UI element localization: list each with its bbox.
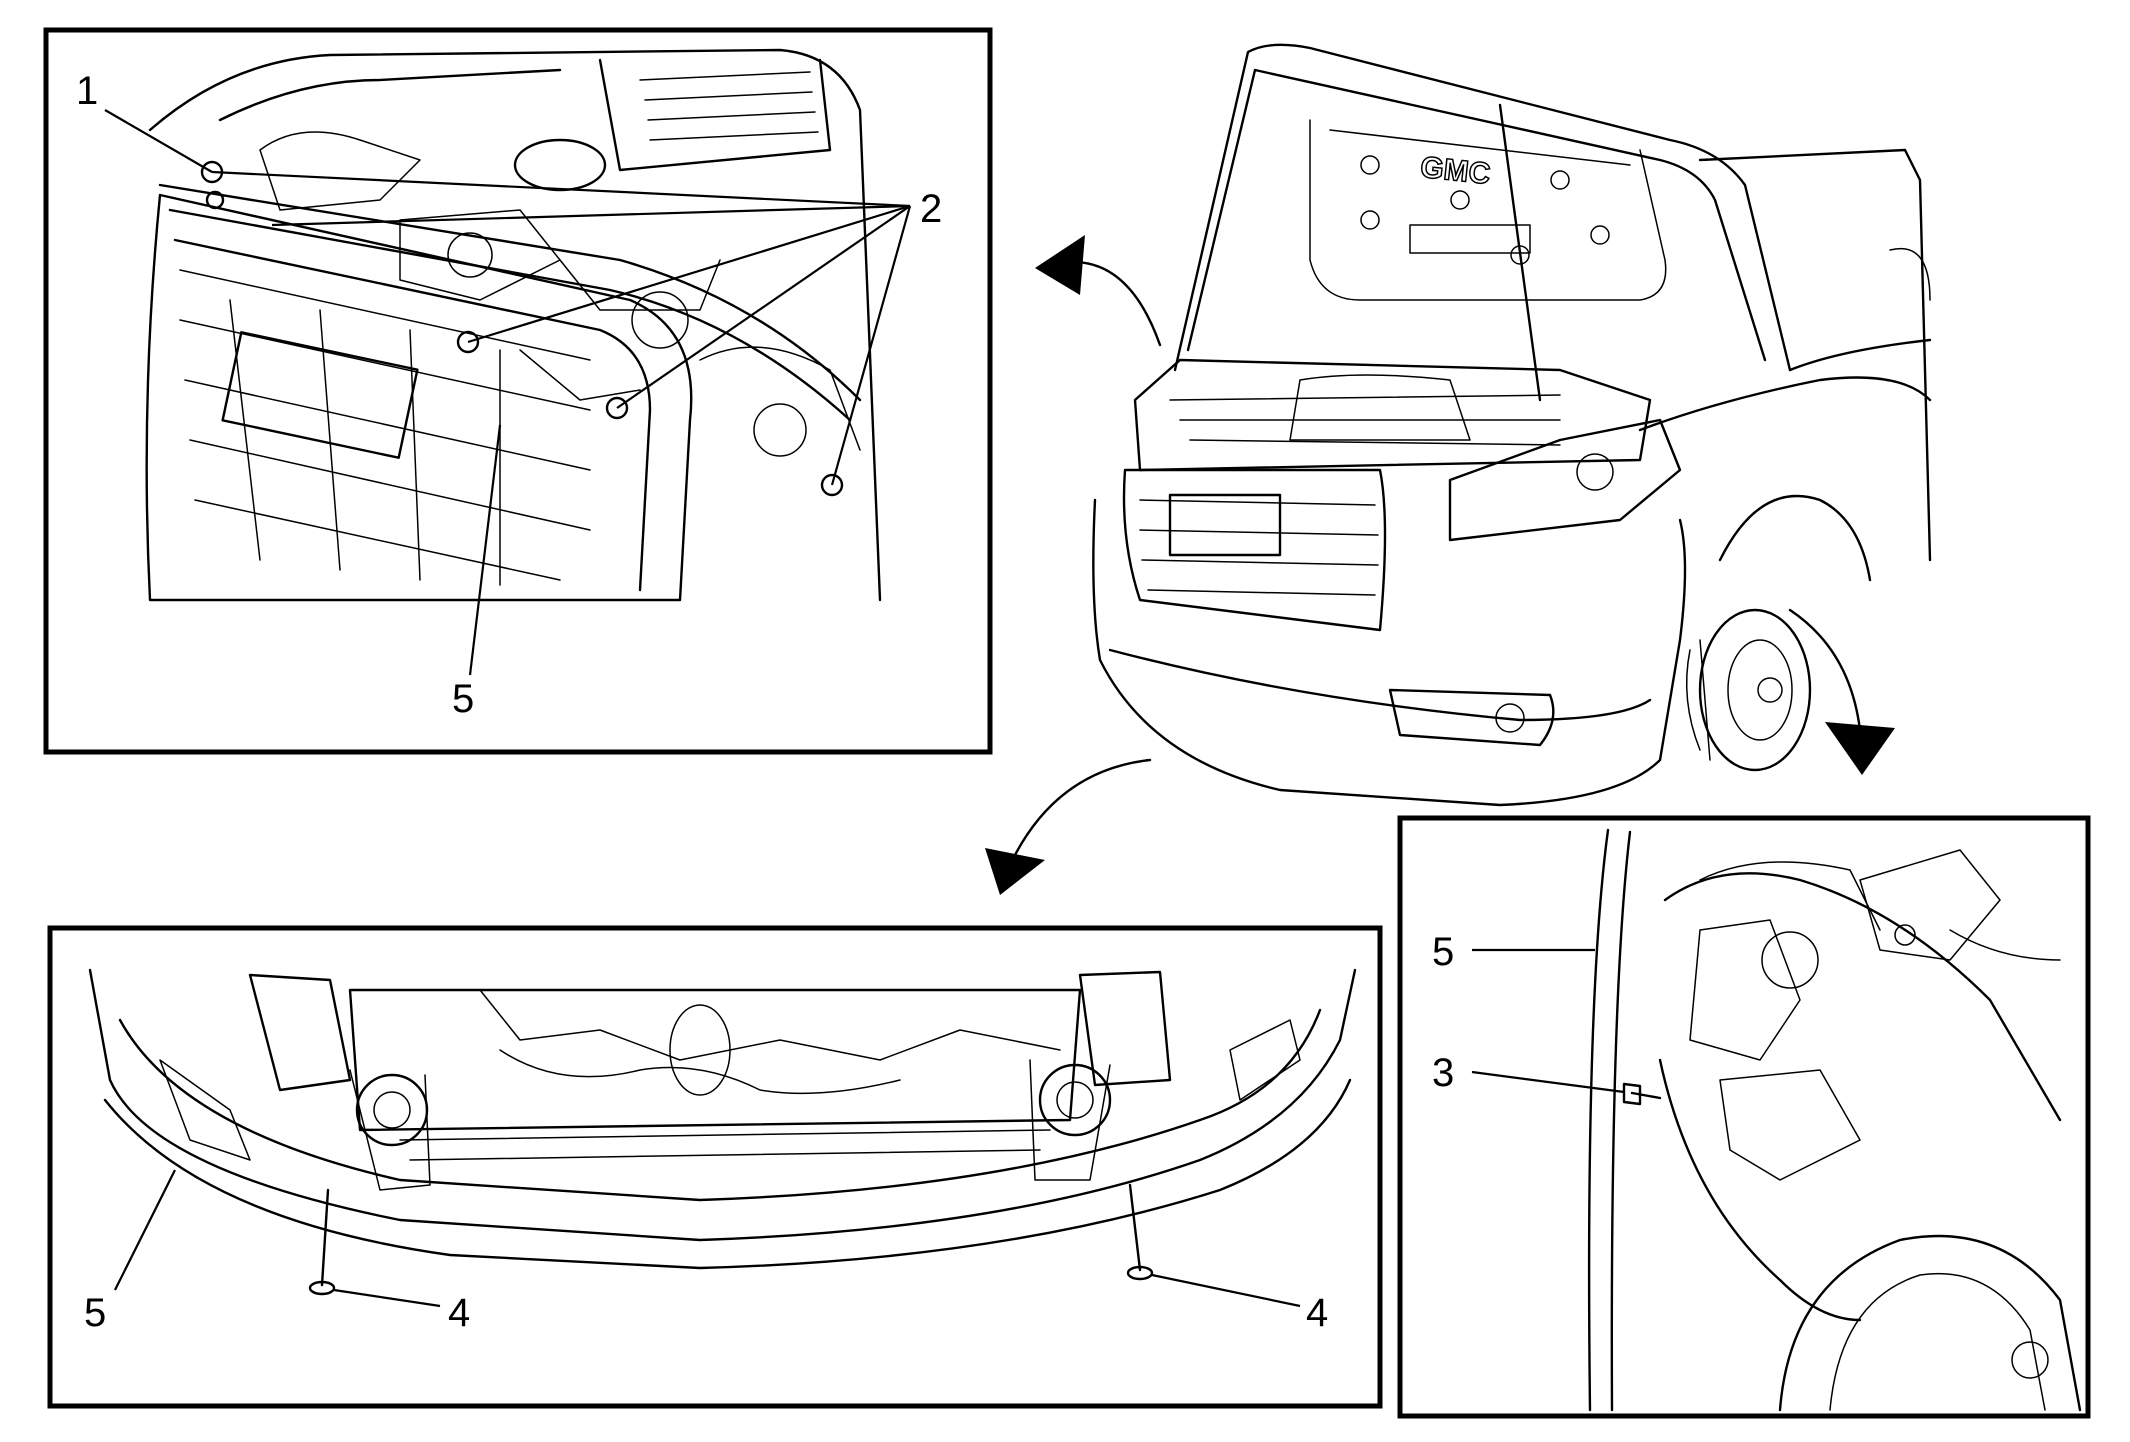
brake-rotor — [1778, 1234, 2082, 1412]
leader-2e — [830, 205, 912, 486]
callout-1: 1 — [76, 69, 98, 113]
arrow-to-bottom-detail — [985, 758, 1152, 895]
detail-frame-lower — [47, 925, 1383, 1409]
leader-4-left — [333, 1288, 441, 1308]
detail-wheel-opening-fastener: 3 5 — [1397, 815, 2091, 1419]
front-brake-assembly — [1685, 608, 1812, 772]
detail-upper-fasteners: 1 2 5 — [43, 27, 993, 755]
leader-5-bottom — [114, 1169, 176, 1291]
fastener-1 — [205, 190, 225, 210]
radiator-support — [158, 183, 862, 402]
fastener-2d — [820, 473, 844, 497]
leader-2c — [467, 204, 911, 344]
front-fascia — [1092, 498, 1687, 807]
leader-2a — [211, 170, 911, 208]
bumper-isolator-right — [1038, 1063, 1112, 1137]
detail-lower-fasteners: 4 4 5 — [47, 925, 1383, 1409]
callout-5-right: 5 — [1432, 930, 1454, 974]
leader-2d — [616, 205, 911, 409]
hood-prop-rod — [1498, 103, 1542, 402]
callout-3: 3 — [1432, 1051, 1454, 1095]
fastener-2b — [456, 330, 480, 354]
leader-3 — [1471, 1070, 1625, 1094]
detail-frame-upper — [43, 27, 993, 755]
fastener-4-right — [1126, 1265, 1154, 1281]
hood-emblem: GMC — [1419, 151, 1492, 191]
leader-4-right — [1151, 1273, 1301, 1308]
grille-upper-detail — [145, 193, 693, 602]
fog-lamp — [1388, 688, 1555, 747]
vehicle-overview: GMC — [1092, 43, 1932, 807]
fastener-3 — [1622, 1082, 1662, 1106]
open-hood — [1173, 43, 1792, 372]
fastener-2c — [605, 396, 629, 420]
fastener-4-left — [308, 1280, 336, 1296]
callout-5-bottom: 5 — [84, 1291, 106, 1335]
callout-5-top: 5 — [452, 677, 474, 721]
callout-2: 2 — [920, 187, 942, 231]
engine-bay — [1133, 358, 1652, 472]
callout-4-right: 4 — [1306, 1291, 1328, 1335]
callout-4-left: 4 — [448, 1291, 470, 1335]
fascia-side-edge — [1587, 828, 1610, 1412]
arrow-to-top-detail — [1035, 235, 1162, 347]
leader-2b — [271, 204, 911, 227]
grille — [1122, 468, 1387, 632]
leader-5-top — [468, 424, 502, 676]
arrow-to-right-detail — [1788, 608, 1895, 775]
detail-frame-right — [1397, 815, 2091, 1419]
fascia-lower-edge — [103, 1078, 1352, 1270]
headlamp — [1448, 418, 1682, 542]
leader-1 — [104, 109, 213, 173]
